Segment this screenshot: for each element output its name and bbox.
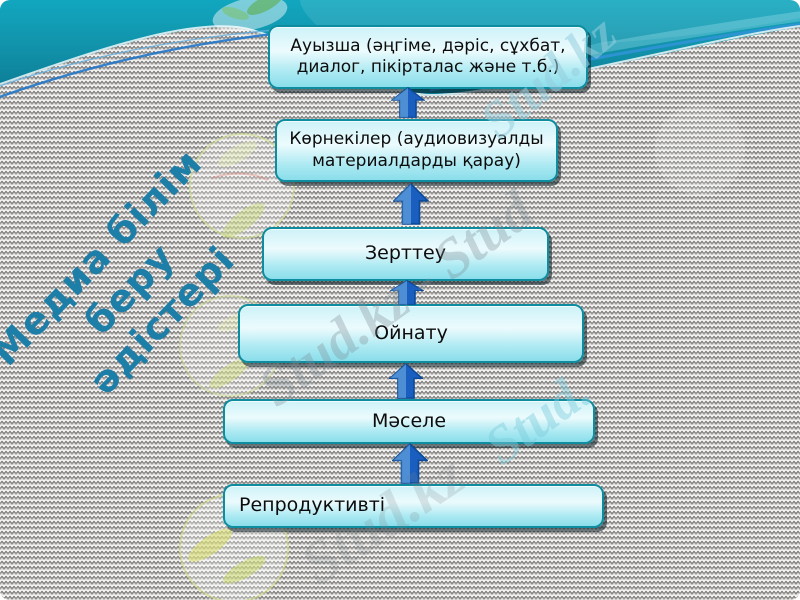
flow-box-zertteu: Зерттеу: [262, 227, 549, 281]
up-arrow-icon: [392, 443, 428, 484]
flow-box-label: Репродуктивті: [239, 494, 386, 517]
flow-box-label: Ауызша (әңгіме, дәріс, сұхбат, диалог, п…: [290, 35, 566, 77]
flow-box-label: Көрнекілер (аудиовизуалды материалдарды …: [289, 129, 544, 171]
up-arrow-icon: [390, 280, 424, 305]
flow-box-reproduktivti: Репродуктивті: [223, 484, 604, 528]
up-arrow-icon: [389, 363, 423, 399]
flow-box-masele: Мәселе: [223, 399, 595, 444]
flow-box-auyzsha: Ауызша (әңгіме, дәріс, сұхбат, диалог, п…: [268, 25, 588, 89]
flow-box-label: Зерттеу: [364, 242, 446, 265]
up-arrow-icon: [393, 183, 429, 225]
flow-box-label: Мәселе: [371, 409, 447, 432]
flow-box-oinatu: Ойнату: [238, 304, 584, 363]
flow-box-label: Ойнату: [374, 321, 448, 344]
up-arrow-icon: [391, 87, 425, 118]
flow-box-kornekiler: Көрнекілер (аудиовизуалды материалдарды …: [275, 119, 558, 182]
